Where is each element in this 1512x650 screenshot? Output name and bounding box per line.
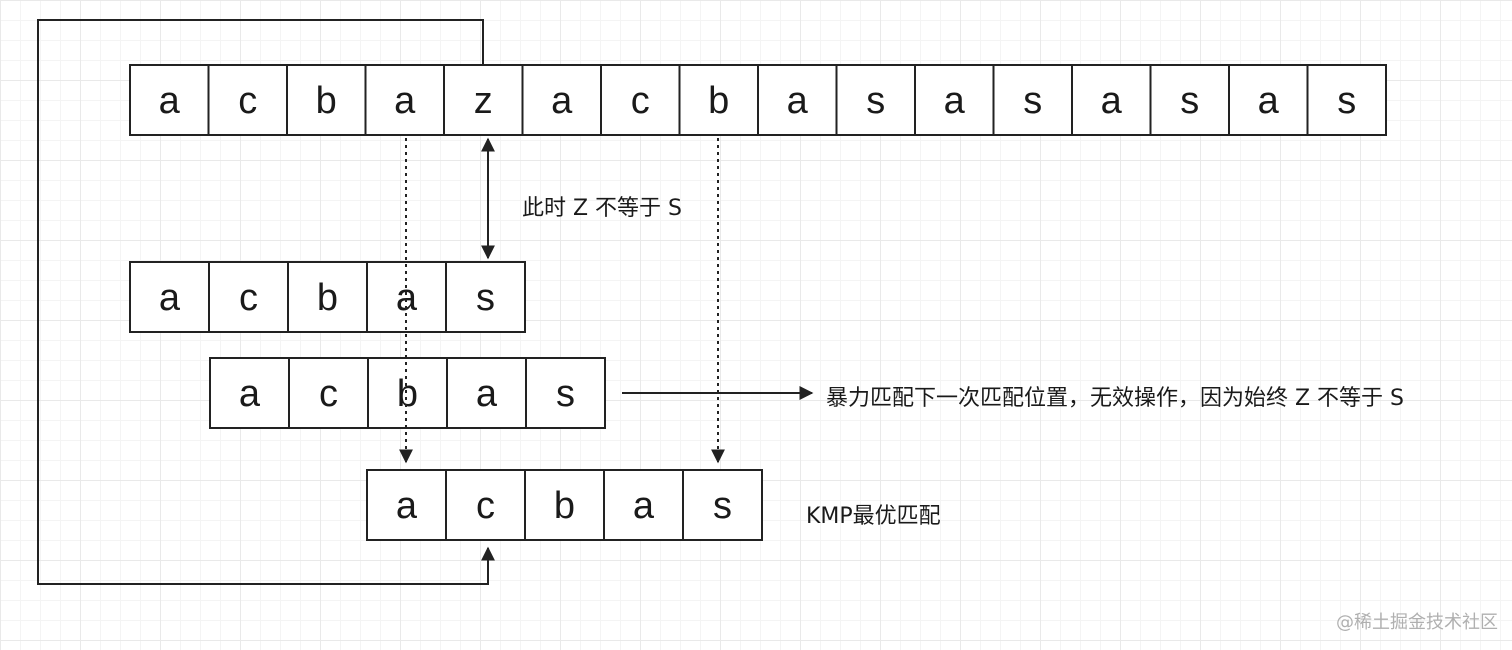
char-cell [992, 64, 1073, 136]
char-cell [678, 64, 759, 136]
char-cell-label: s [476, 277, 495, 319]
char-cell [366, 469, 447, 541]
char-cell-label: s [1023, 80, 1042, 122]
char-cell [207, 64, 288, 136]
char-cell-label: a [396, 485, 418, 527]
char-cell [525, 357, 606, 429]
char-cell [129, 64, 210, 136]
char-cell-label: a [1101, 80, 1123, 122]
char-cell-label: a [396, 277, 418, 319]
char-cell-label: c [238, 80, 257, 122]
char-cell [445, 261, 526, 333]
char-cell [288, 357, 369, 429]
char-cell [682, 469, 763, 541]
char-cell-label: b [554, 485, 575, 527]
char-cell-label: c [239, 277, 258, 319]
char-cell [1071, 64, 1152, 136]
char-cell-label: s [1337, 80, 1356, 122]
char-cell-label: s [866, 80, 885, 122]
char-cell [600, 64, 681, 136]
char-cell-label: c [476, 485, 495, 527]
char-cell-label: b [397, 373, 418, 415]
char-cell [524, 469, 605, 541]
char-cell-label: a [159, 80, 181, 122]
char-cell [757, 64, 838, 136]
char-cell-label: a [394, 80, 416, 122]
char-cell-label: c [319, 373, 338, 415]
watermark: @稀土掘金技术社区 [1336, 612, 1498, 633]
char-cell-label: a [551, 80, 573, 122]
char-cell [209, 357, 290, 429]
char-cell-label: a [1258, 80, 1280, 122]
char-cell-label: a [159, 277, 181, 319]
char-cell-label: a [787, 80, 809, 122]
char-cell-label: a [944, 80, 966, 122]
char-cell-label: b [708, 80, 729, 122]
char-cell-label: s [1180, 80, 1199, 122]
char-cell-label: c [631, 80, 650, 122]
char-cell-label: a [633, 485, 655, 527]
char-cell [286, 64, 367, 136]
char-cell [287, 261, 368, 333]
char-cell-label: s [556, 373, 575, 415]
bruteforce-label: 暴力匹配下一次匹配位置，无效操作，因为始终 Z 不等于 S [826, 386, 1405, 411]
char-cell [521, 64, 602, 136]
char-cell [1306, 64, 1387, 136]
char-cell-label: z [474, 80, 493, 122]
char-cell [835, 64, 916, 136]
loop-connector [37, 19, 495, 585]
kmp-label: KMP最优匹配 [806, 504, 941, 529]
char-cell-label: s [713, 485, 732, 527]
char-cell [446, 357, 527, 429]
char-cell [1149, 64, 1230, 136]
mismatch-label: 此时 Z 不等于 S [522, 196, 683, 221]
char-cell-label: a [476, 373, 498, 415]
char-cell-label: a [239, 373, 261, 415]
char-cell [445, 469, 526, 541]
char-cell [443, 64, 524, 136]
char-cell-label: b [316, 80, 337, 122]
char-cell [129, 261, 210, 333]
char-cell-label: b [317, 277, 338, 319]
char-cell [208, 261, 289, 333]
